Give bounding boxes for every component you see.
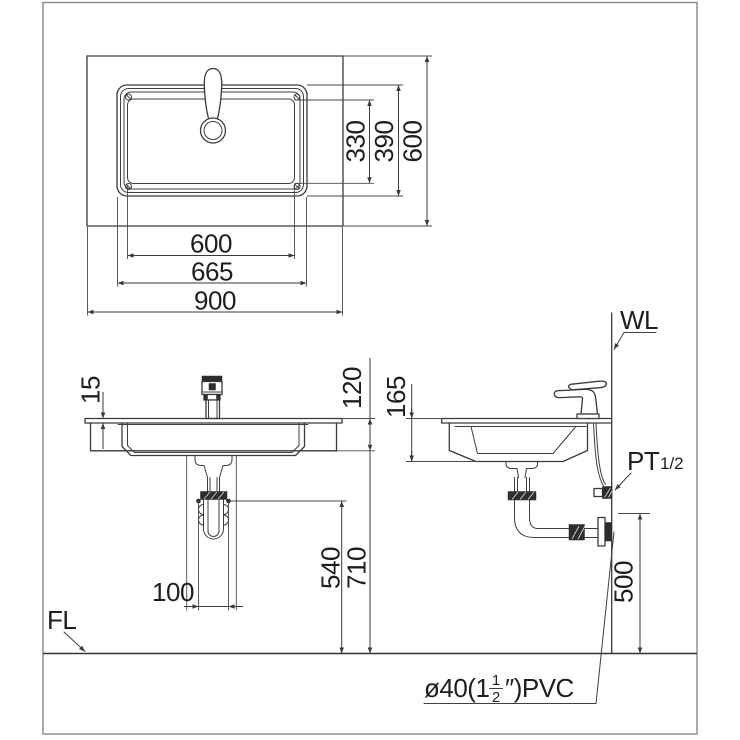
supply-spec-size: 1/2 bbox=[660, 454, 684, 473]
dim-outlet-height-500: 500 bbox=[609, 561, 639, 603]
front-unit bbox=[89, 422, 338, 452]
side-counter-slab bbox=[441, 417, 613, 424]
supply-valve bbox=[593, 422, 613, 499]
side-trap bbox=[505, 461, 612, 547]
dim-sink-width-665: 665 bbox=[191, 257, 233, 287]
pvc-frac-denominator: 2 bbox=[492, 689, 500, 706]
pvc-label-suffix: ″)PVC bbox=[505, 673, 574, 703]
front-faucet bbox=[201, 375, 223, 420]
front-trap bbox=[194, 455, 233, 540]
dim-trap-height-540: 540 bbox=[316, 547, 346, 589]
plan-view: 330 390 600 600 665 900 bbox=[86, 55, 432, 316]
dim-slab-15: 15 bbox=[76, 376, 106, 404]
dim-counter-depth-600: 600 bbox=[398, 121, 428, 163]
pvc-label-prefix: ø40(1 bbox=[424, 673, 489, 703]
dim-drain-offset-100: 100 bbox=[152, 577, 194, 607]
dim-unit-height-120: 120 bbox=[337, 367, 367, 409]
dim-rim-depth-390: 390 bbox=[369, 121, 399, 163]
side-faucet bbox=[553, 380, 608, 420]
dim-total-height-710: 710 bbox=[342, 547, 372, 589]
pvc-frac-numerator: 1 bbox=[492, 672, 500, 689]
supply-spec-label: PT bbox=[627, 446, 660, 476]
dim-counter-width-900: 900 bbox=[194, 286, 236, 316]
wall-line-label: WL bbox=[620, 305, 658, 335]
dim-basin-width-600: 600 bbox=[190, 229, 232, 259]
floor-line-label: FL bbox=[47, 605, 76, 635]
wall-flange bbox=[597, 516, 606, 547]
front-counter-slab bbox=[84, 417, 343, 424]
floor-label-group: FL bbox=[47, 605, 86, 652]
pvc-label-group: ø40(1 1 2 ″)PVC bbox=[423, 531, 615, 706]
plan-faucet bbox=[199, 67, 227, 144]
front-bowl bbox=[121, 422, 306, 457]
plan-countertop bbox=[86, 55, 344, 227]
dim-side-depth-165: 165 bbox=[381, 376, 411, 418]
side-view: WL bbox=[381, 305, 684, 655]
front-view: 100 540 120 710 15 bbox=[76, 358, 375, 654]
dim-basin-depth-330: 330 bbox=[341, 121, 371, 163]
side-bowl bbox=[448, 422, 589, 463]
